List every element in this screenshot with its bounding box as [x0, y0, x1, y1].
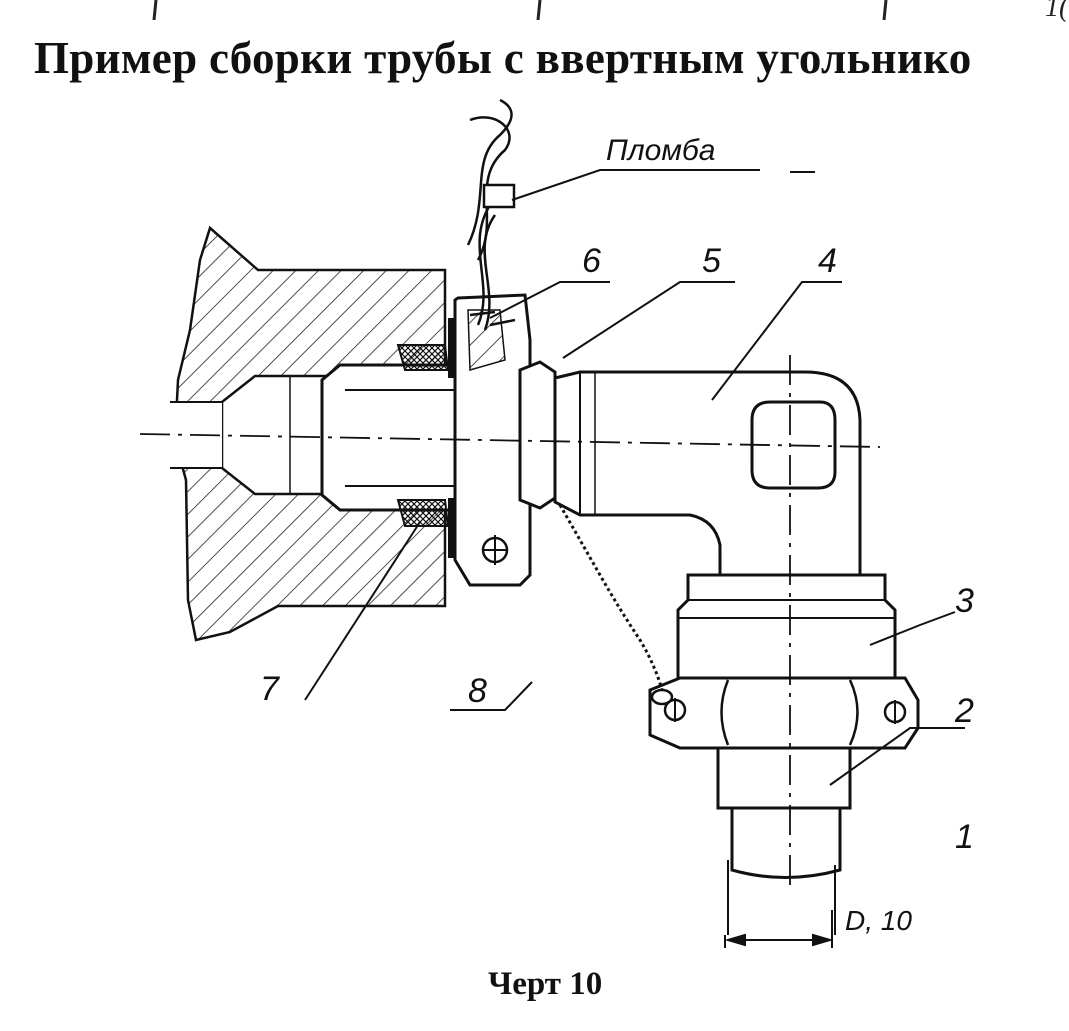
- label-5: 5: [702, 242, 721, 280]
- label-7: 7: [260, 670, 280, 708]
- label-8: 8: [468, 672, 487, 710]
- label-dimension: D, 10: [845, 905, 912, 936]
- union-nut: [676, 573, 897, 682]
- dimension-line: [724, 910, 834, 948]
- header-ticks: [152, 0, 888, 21]
- label-2: 2: [954, 692, 974, 730]
- drawing-title: Пример сборки трубы с ввертным угольнико: [34, 33, 972, 83]
- hex-nut: [648, 676, 920, 750]
- label-4: 4: [818, 242, 837, 280]
- label-1: 1: [955, 818, 974, 856]
- chain-ring: [650, 688, 674, 706]
- chain: [558, 504, 664, 691]
- label-3: 3: [955, 582, 974, 620]
- page-corner-fragment: 1(: [1045, 0, 1069, 23]
- drawing-caption: Черт 10: [488, 966, 603, 1002]
- leader-lines: [304, 169, 965, 786]
- plomb-seal: [482, 183, 516, 209]
- center-lines: [139, 355, 881, 885]
- collar: [518, 360, 557, 510]
- seal-wire: [466, 98, 516, 331]
- pipe: [716, 746, 852, 935]
- label-plomba: Пломба: [606, 134, 715, 167]
- label-6: 6: [582, 242, 601, 280]
